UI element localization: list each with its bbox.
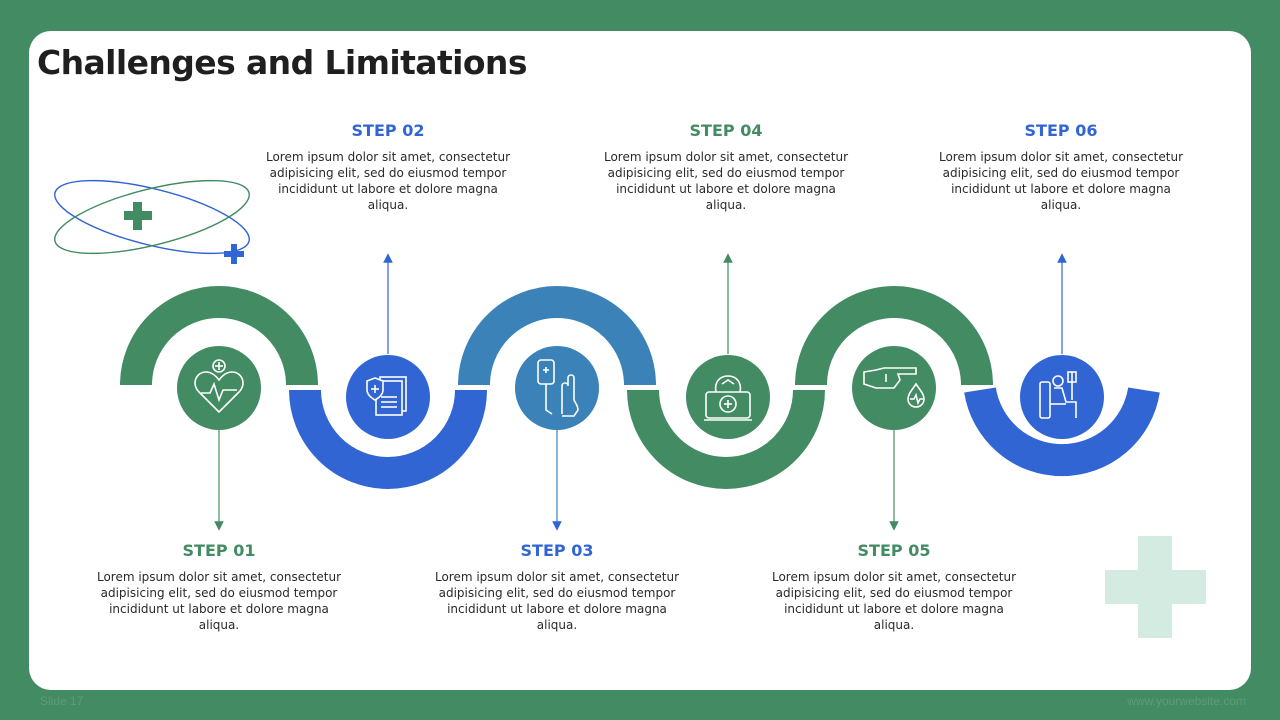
step-02-icon-circle	[346, 355, 430, 439]
wave-arc-2	[289, 389, 487, 489]
blood-test-hand-icon	[863, 367, 925, 408]
slide-number: Slide 17	[40, 694, 84, 708]
wave-arc-6	[964, 387, 1160, 477]
medical-kit-icon	[704, 375, 752, 421]
orbit-cross-icon	[54, 179, 250, 264]
step-03-title: STEP 03	[520, 541, 594, 560]
step-01-icon-circle	[177, 346, 261, 430]
step-03: STEP 03 Lorem ipsum dolor sit amet, cons…	[427, 541, 687, 633]
step-06-title: STEP 06	[1024, 121, 1098, 140]
insurance-documents-icon	[366, 376, 407, 416]
decorative-cross-icon	[1105, 536, 1206, 638]
step-06: STEP 06 Lorem ipsum dolor sit amet, cons…	[931, 121, 1191, 213]
wave-arc-1	[120, 286, 318, 386]
step-05: STEP 05 Lorem ipsum dolor sit amet, cons…	[764, 541, 1024, 633]
step-01-description: Lorem ipsum dolor sit amet, consectetur …	[96, 570, 342, 632]
connectors	[214, 253, 1067, 531]
wave-arc-5	[795, 286, 993, 386]
wave-arc-4	[627, 389, 825, 489]
step-06-description: Lorem ipsum dolor sit amet, consectetur …	[938, 150, 1184, 212]
step-05-icon-circle	[852, 346, 936, 430]
step-05-description: Lorem ipsum dolor sit amet, consectetur …	[771, 570, 1017, 632]
heart-health-icon	[194, 359, 244, 414]
step-01: STEP 01 Lorem ipsum dolor sit amet, cons…	[89, 541, 349, 633]
step-05-title: STEP 05	[857, 541, 931, 560]
step-02-description: Lorem ipsum dolor sit amet, consectetur …	[265, 150, 511, 212]
wave-segments	[120, 286, 1160, 489]
page-title: Challenges and Limitations	[37, 43, 527, 82]
step-04-description: Lorem ipsum dolor sit amet, consectetur …	[603, 150, 849, 212]
step-01-title: STEP 01	[182, 541, 256, 560]
website-link[interactable]: www.yourwebsite.com	[1127, 694, 1246, 708]
iv-drip-hand-icon	[537, 359, 579, 417]
patient-chair-icon	[1039, 371, 1077, 419]
step-06-icon-circle	[1020, 355, 1104, 439]
step-03-icon-circle	[515, 346, 599, 430]
step-04: STEP 04 Lorem ipsum dolor sit amet, cons…	[596, 121, 856, 213]
step-02-title: STEP 02	[351, 121, 425, 140]
step-03-description: Lorem ipsum dolor sit amet, consectetur …	[434, 570, 680, 632]
step-04-icon-circle	[686, 355, 770, 439]
step-04-title: STEP 04	[689, 121, 763, 140]
step-02: STEP 02 Lorem ipsum dolor sit amet, cons…	[258, 121, 518, 213]
wave-arc-3	[458, 286, 656, 386]
